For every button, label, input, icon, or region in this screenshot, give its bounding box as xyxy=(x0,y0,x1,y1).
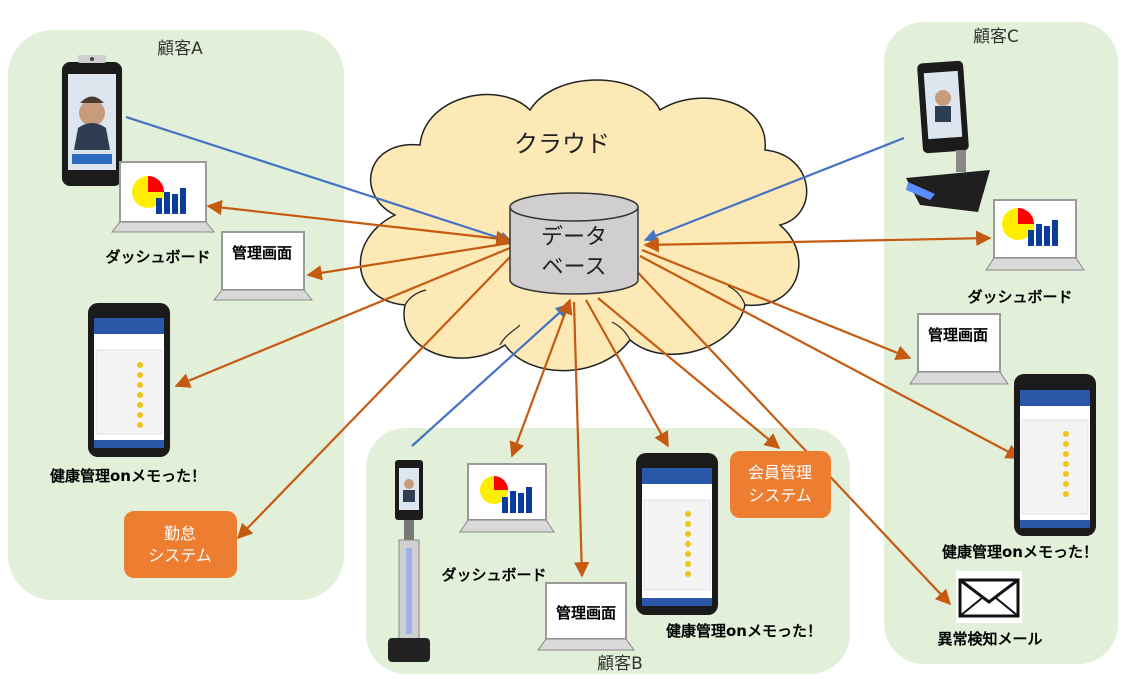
dashboard-laptop-c-icon xyxy=(985,199,1085,271)
dashboard-laptop-b-icon xyxy=(459,463,555,533)
database-label-line2: ベース xyxy=(542,255,607,280)
admin-c-label: 管理画面 xyxy=(928,326,988,344)
member-line2: システム xyxy=(748,486,812,505)
dashboard-a-label: ダッシュボード xyxy=(105,248,210,266)
line-db-member-b xyxy=(597,297,781,449)
cloud-label: クラウド xyxy=(514,130,610,158)
line-db-admin-a xyxy=(306,241,511,281)
dashboard-laptop-a-icon xyxy=(110,161,216,233)
alert-mail-label: 異常検知メール xyxy=(937,630,1042,648)
line-db-dashboard-a xyxy=(206,199,512,247)
member-line1: 会員管理 xyxy=(748,463,812,482)
face-camera-c-icon xyxy=(906,60,990,212)
member-system-box xyxy=(730,451,831,518)
line-db-admin-c xyxy=(641,248,912,360)
admin-laptop-a-icon xyxy=(212,231,314,301)
line-db-dashboard-b xyxy=(509,298,573,458)
smartphone-a-icon xyxy=(88,303,170,457)
dashboard-c-label: ダッシュボード xyxy=(967,288,1072,306)
line-db-dashboard-c xyxy=(643,230,992,253)
admin-b-label: 管理画面 xyxy=(556,604,616,622)
app-b-label: 健康管理onメモった！ xyxy=(666,622,822,640)
line-db-app-c xyxy=(639,255,1022,459)
connections-orange xyxy=(174,199,1022,606)
line-db-app-b xyxy=(585,299,669,448)
line-db-app-a xyxy=(174,246,511,388)
app-a-label: 健康管理onメモった！ xyxy=(50,467,206,485)
admin-a-label: 管理画面 xyxy=(232,244,292,262)
smartphone-c-icon xyxy=(1014,374,1096,536)
mail-icon xyxy=(956,571,1022,623)
database xyxy=(509,192,639,295)
dashboard-b-label: ダッシュボード xyxy=(441,566,546,584)
attendance-line2: システム xyxy=(148,546,212,565)
attendance-line1: 勤怠 xyxy=(164,524,196,543)
group-a-label: 顧客A xyxy=(157,39,203,59)
database-label-line1: データ xyxy=(541,225,607,250)
face-camera-b-icon xyxy=(388,460,430,662)
group-c-label: 顧客C xyxy=(973,27,1019,47)
app-c-label: 健康管理onメモった！ xyxy=(942,543,1098,561)
line-camera-c-to-db xyxy=(643,136,905,242)
line-db-mail-c xyxy=(627,261,952,606)
smartphone-b-icon xyxy=(636,453,718,615)
admin-laptop-b-icon xyxy=(537,582,635,651)
attendance-system-box xyxy=(124,511,237,578)
line-db-admin-b xyxy=(572,301,590,578)
face-camera-a-icon xyxy=(62,55,122,186)
line-db-attendance-a xyxy=(236,254,513,540)
group-b-label: 顧客B xyxy=(597,654,643,674)
admin-laptop-c-icon xyxy=(909,313,1009,385)
